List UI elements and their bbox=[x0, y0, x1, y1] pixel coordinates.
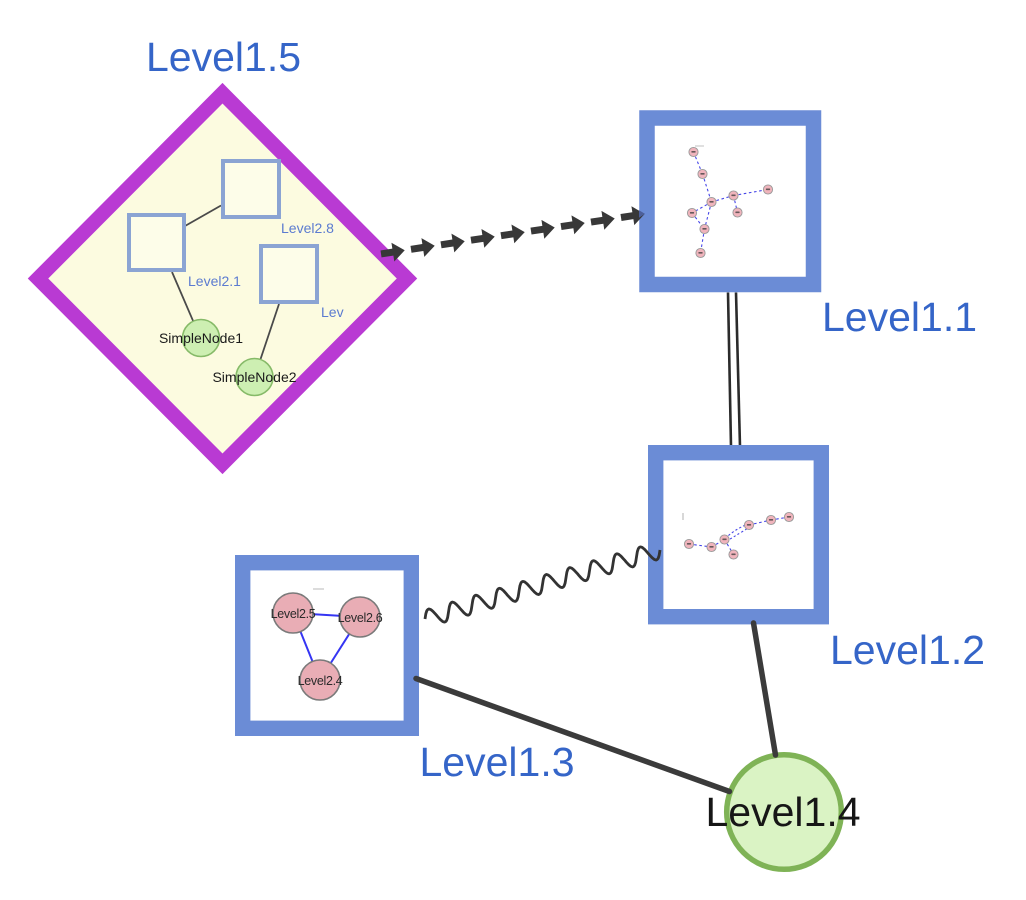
svg-text:Lev: Lev bbox=[321, 304, 344, 320]
svg-text:Level1.2: Level1.2 bbox=[830, 627, 985, 673]
svg-text:SimpleNode1: SimpleNode1 bbox=[159, 330, 243, 346]
svg-text:Level2.5: Level2.5 bbox=[271, 607, 316, 621]
svg-text:Level1.1: Level1.1 bbox=[822, 294, 977, 340]
svg-text:Level1.4: Level1.4 bbox=[706, 789, 861, 835]
svg-text:Level1.5: Level1.5 bbox=[146, 34, 301, 80]
svg-text:Level2.8: Level2.8 bbox=[281, 220, 334, 236]
svg-text:Level2.6: Level2.6 bbox=[338, 611, 383, 625]
svg-text:Level2.1: Level2.1 bbox=[188, 273, 241, 289]
svg-text:SimpleNode2: SimpleNode2 bbox=[212, 369, 296, 385]
svg-text:Level1.3: Level1.3 bbox=[420, 739, 575, 785]
svg-text:Level2.4: Level2.4 bbox=[298, 674, 343, 688]
